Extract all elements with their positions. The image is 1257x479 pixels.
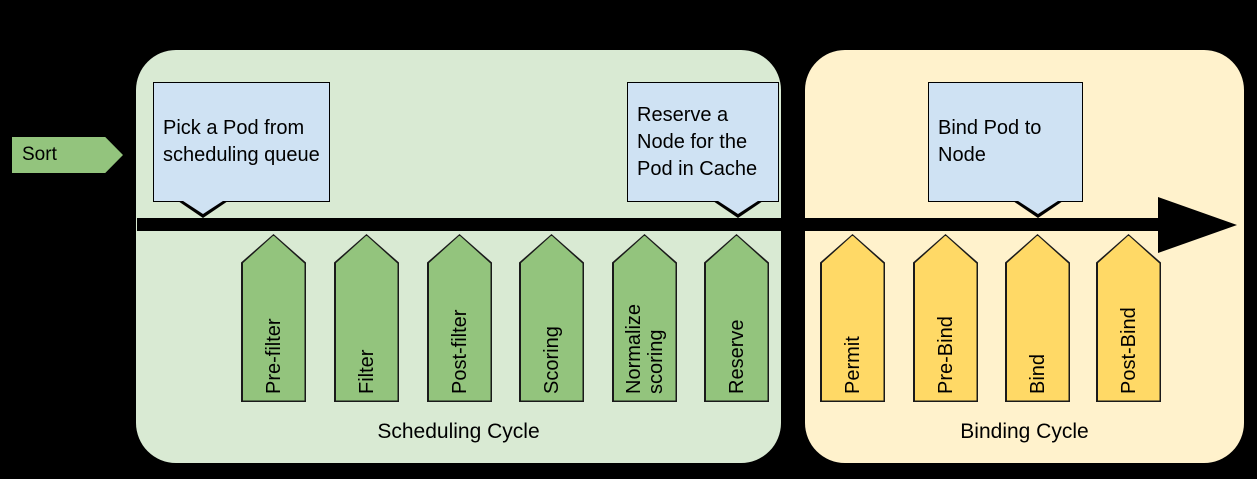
stage-label: Scoring bbox=[540, 326, 563, 394]
sort-arrow: Sort bbox=[12, 137, 123, 173]
stage-arrow-post-bind: Post-Bind bbox=[1096, 234, 1161, 402]
stage-label: Bind bbox=[1026, 353, 1049, 394]
stage-arrow-reserve: Reserve bbox=[704, 234, 769, 402]
callout-tail-fill bbox=[715, 198, 761, 214]
callout-bind-pod-text: Bind Pod to Node bbox=[938, 117, 1042, 166]
stage-arrow-fill bbox=[1097, 235, 1160, 401]
sort-label: Sort bbox=[22, 144, 57, 165]
stage-label: Pre-Bind bbox=[934, 316, 957, 394]
stage-arrow-fill bbox=[1006, 235, 1069, 401]
scheduling-cycle-title: Scheduling Cycle bbox=[377, 420, 540, 443]
stage-arrow-scoring: Scoring bbox=[519, 234, 584, 402]
callout-reserve-node-text: Reserve a Node for the Pod in Cache bbox=[637, 103, 758, 180]
callout-tail-fill bbox=[1015, 198, 1061, 214]
stage-arrow-fill bbox=[242, 235, 305, 401]
timeline-arrow-head bbox=[1158, 197, 1237, 253]
callout-tail-fill bbox=[180, 198, 226, 214]
callout-reserve-node: Reserve a Node for the Pod in Cache bbox=[627, 82, 779, 218]
stage-arrow-normalize-scoring: Normalize scoring bbox=[612, 234, 677, 402]
stage-label: Permit bbox=[841, 336, 864, 394]
stage-label: Normalize scoring bbox=[622, 303, 667, 394]
stage-arrow-pre-bind: Pre-Bind bbox=[913, 234, 978, 402]
callout-pick-pod-text: Pick a Pod from scheduling queue bbox=[163, 117, 320, 166]
stage-label: Pre-filter bbox=[262, 318, 285, 394]
stage-arrow-post-filter: Post-filter bbox=[427, 234, 492, 402]
timeline-arrow-shaft bbox=[137, 218, 1170, 231]
stage-arrow-filter: Filter bbox=[334, 234, 399, 402]
stage-arrow-fill bbox=[705, 235, 768, 401]
stage-arrow-pre-filter: Pre-filter bbox=[241, 234, 306, 402]
stage-arrow-fill bbox=[821, 235, 884, 401]
stage-label: Post-Bind bbox=[1117, 307, 1140, 394]
stage-label: Reserve bbox=[725, 319, 748, 394]
stage-arrow-fill bbox=[613, 235, 676, 401]
callout-bind-pod: Bind Pod to Node bbox=[928, 82, 1083, 218]
stage-label: Filter bbox=[355, 349, 378, 394]
stage-arrow-fill bbox=[914, 235, 977, 401]
stage-arrow-fill bbox=[335, 235, 398, 401]
stage-label: Post-filter bbox=[448, 309, 471, 394]
callout-pick-pod: Pick a Pod from scheduling queue bbox=[153, 82, 330, 218]
binding-cycle-title: Binding Cycle bbox=[960, 420, 1089, 443]
stage-arrow-bind: Bind bbox=[1005, 234, 1070, 402]
stage-arrow-fill bbox=[520, 235, 583, 401]
stage-arrow-fill bbox=[428, 235, 491, 401]
stage-arrow-permit: Permit bbox=[820, 234, 885, 402]
